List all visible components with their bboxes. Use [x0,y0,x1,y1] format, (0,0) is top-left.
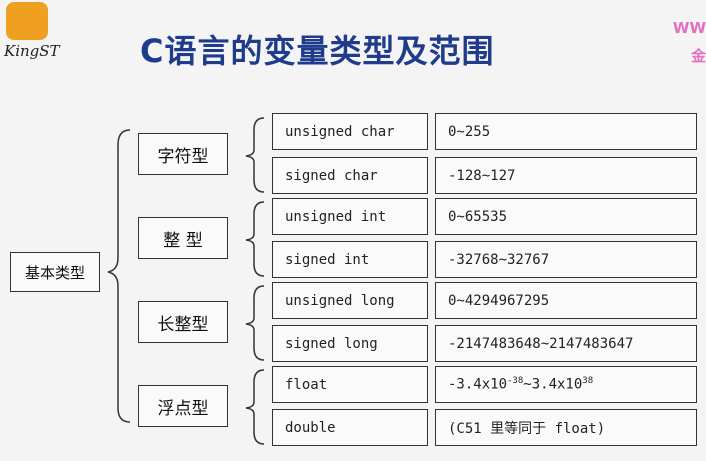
type-label: unsigned char [285,123,395,140]
range-value: -128~127 [448,167,516,184]
range-mid: ~3.4x10 [523,376,583,393]
corner-line-2: 金 [690,47,706,65]
range-value: 0~255 [448,123,491,140]
logo-text: KingST [4,42,60,60]
type-box: double [272,409,428,446]
range-box: 0~255 [435,113,697,150]
range-box: -32768~32767 [435,241,697,278]
logo-icon [6,2,48,40]
type-label: signed long [285,335,378,352]
type-label: signed int [285,251,370,268]
type-box: unsigned char [272,113,428,150]
type-label: double [285,419,336,436]
type-box: unsigned int [272,198,428,235]
range-value: 0~4294967295 [448,292,550,309]
type-label: float [285,376,328,393]
brace-char [245,117,265,193]
category-label: 浮点型 [157,398,209,419]
range-value: (C51 里等同于 float) [448,420,606,437]
range-exp-2: 38 [582,376,594,387]
type-box: signed long [272,325,428,362]
range-value: 0~65535 [448,208,508,225]
corner-watermark: WW 金 [666,14,706,70]
range-box: (C51 里等同于 float) [435,409,697,446]
type-label: unsigned long [285,292,395,309]
range-box: -2147483648~2147483647 [435,325,697,362]
range-box: -128~127 [435,157,697,194]
category-int: 整 型 [138,217,228,259]
category-label: 字符型 [157,146,209,167]
type-label: signed char [285,167,378,184]
type-box: unsigned long [272,282,428,319]
category-label: 长整型 [157,314,209,335]
page-title: C语言的变量类型及范围 [140,32,495,70]
range-box: -3.4x10-38~3.4x1038 [435,366,697,403]
type-box: signed int [272,241,428,278]
category-long: 长整型 [138,301,228,343]
brace-int [245,201,265,277]
type-box: signed char [272,157,428,194]
brace-float [245,369,265,445]
root-brace [107,129,131,423]
root-box: 基本类型 [10,252,100,292]
category-float: 浮点型 [138,385,228,427]
category-char: 字符型 [138,133,228,175]
range-value: -2147483648~2147483647 [448,335,634,352]
category-label: 整 型 [163,230,203,251]
brace-long [245,285,265,361]
range-box: 0~65535 [435,198,697,235]
range-exp-1: -38 [507,376,524,387]
range-value: -32768~32767 [448,251,550,268]
range-base-1: -3.4x10 [448,376,508,393]
range-value: -3.4x10-38~3.4x1038 [448,376,593,393]
root-label: 基本类型 [24,263,85,282]
range-box: 0~4294967295 [435,282,697,319]
type-label: unsigned int [285,208,387,225]
type-box: float [272,366,428,403]
corner-line-1: WW [672,19,706,37]
